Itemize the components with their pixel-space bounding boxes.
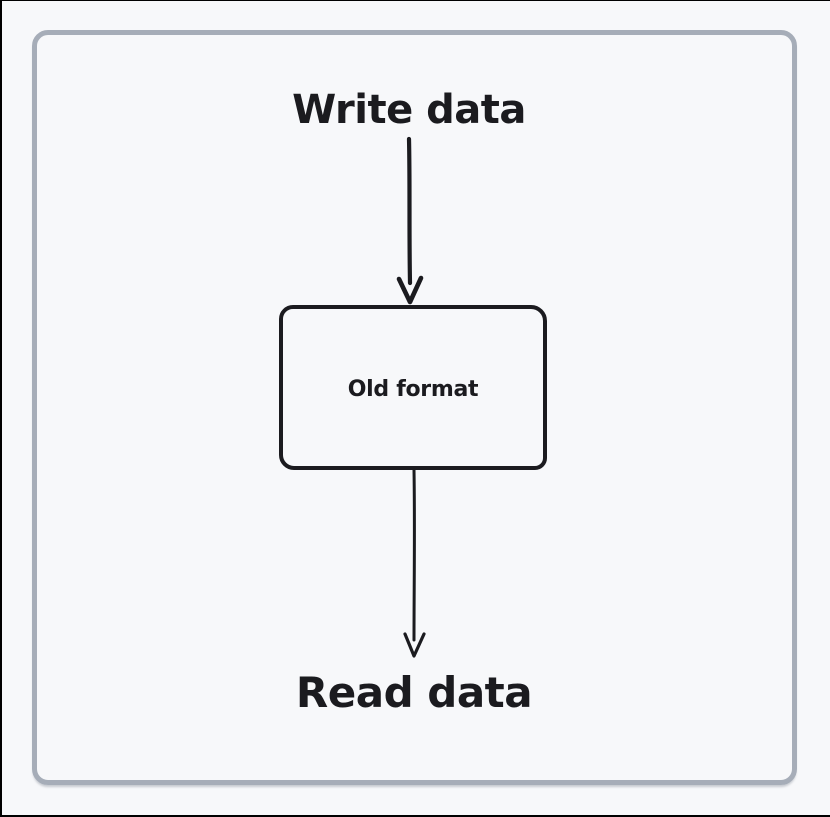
down-arrow-icon bbox=[396, 136, 424, 305]
diagram-frame bbox=[32, 30, 797, 785]
read-data-label: Read data bbox=[295, 668, 533, 717]
write-data-label: Write data bbox=[292, 87, 526, 133]
old-format-label: Old format bbox=[347, 377, 479, 402]
down-arrow-icon bbox=[403, 468, 426, 658]
old-format-box: Old format bbox=[279, 305, 547, 470]
